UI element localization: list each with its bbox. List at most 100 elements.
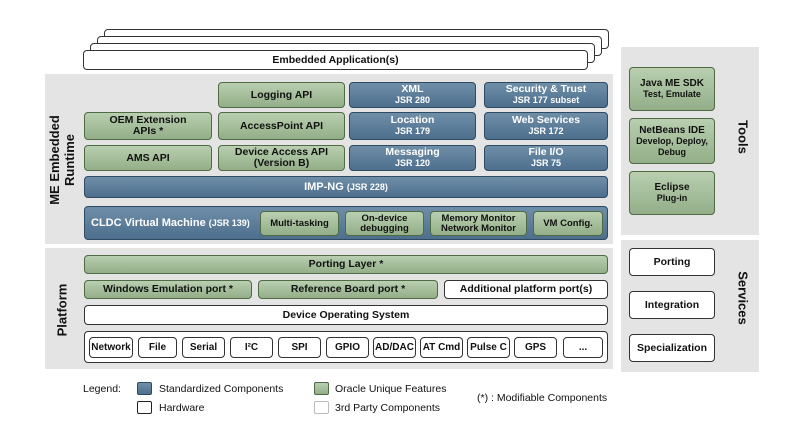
hardware-item-more: ... — [563, 337, 603, 358]
hardware-atcmd-label: AT Cmd — [422, 342, 461, 353]
hardware-item-atcmd: AT Cmd — [420, 337, 463, 358]
javame-sub: Test, Emulate — [643, 89, 701, 99]
specialization-service-label: Specialization — [636, 341, 708, 354]
hardware-serial-label: Serial — [189, 342, 218, 353]
memory-network-monitor-box: Memory Monitor Network Monitor — [430, 211, 527, 236]
hardware-item-network: Network — [89, 337, 133, 358]
messaging-box: Messaging JSR 120 — [349, 145, 476, 171]
logging-api-label: Logging API — [250, 88, 313, 101]
hardware-item-file: File — [138, 337, 177, 358]
location-sub: JSR 179 — [394, 126, 431, 136]
device-os-bar: Device Operating System — [84, 305, 608, 325]
hardware-item-pulsec: Pulse C — [467, 337, 510, 358]
platform-label-text: Platform — [54, 283, 70, 337]
xml-box: XML JSR 280 — [349, 82, 476, 108]
cldc-sub: (JSR 139) — [208, 217, 250, 228]
accesspoint-api-box: AccessPoint API — [218, 112, 345, 140]
vmconfig-label: VM Config. — [543, 218, 593, 229]
legend-swatch-hardware — [137, 401, 152, 414]
security-sub: JSR 177 subset — [512, 95, 580, 105]
file-io-box: File I/O JSR 75 — [484, 145, 608, 171]
imp-ng-title: IMP-NG — [304, 181, 344, 193]
hardware-gpio-label: GPIO — [334, 342, 360, 353]
ondevice-sub: debugging — [360, 222, 409, 234]
embedded-application-box: Embedded Application(s) — [83, 50, 588, 70]
specialization-service-box: Specialization — [629, 334, 715, 362]
windows-port-label: Windows Emulation port * — [103, 283, 233, 295]
tools-label-text: Tools — [735, 120, 751, 154]
xml-sub: JSR 280 — [394, 95, 431, 105]
memory-sub: Network Monitor — [441, 222, 516, 234]
embedded-application-label: Embedded Application(s) — [272, 53, 399, 66]
legend-swatch-standardized — [137, 382, 152, 395]
logging-api-box: Logging API — [218, 82, 345, 108]
location-title: Location — [390, 114, 435, 126]
legend-third-party-label: 3rd Party Components — [335, 402, 441, 414]
ams-api-box: AMS API — [84, 145, 212, 171]
integration-service-box: Integration — [629, 291, 715, 319]
porting-service-label: Porting — [653, 255, 691, 268]
ams-label: AMS API — [126, 151, 170, 164]
hardware-i2c-label: I²C — [244, 342, 259, 353]
hardware-spi-label: SPI — [291, 342, 308, 353]
hardware-pulsec-label: Pulse C — [470, 342, 507, 353]
imp-ng-sub: (JSR 228) — [346, 182, 388, 192]
netbeans-sub2: Debug — [658, 146, 686, 157]
legend-swatch-oracle — [314, 382, 329, 395]
reference-board-port-box: Reference Board port * — [258, 280, 438, 299]
additional-platform-port-box: Additional platform port(s) — [444, 280, 608, 299]
messaging-title: Messaging — [385, 146, 440, 158]
hardware-item-gpio: GPIO — [326, 337, 369, 358]
eclipse-box: Eclipse Plug-in — [629, 171, 715, 215]
web-services-box: Web Services JSR 172 — [484, 112, 608, 140]
hardware-item-gps: GPS — [514, 337, 557, 358]
java-me-sdk-box: Java ME SDK Test, Emulate — [629, 67, 715, 111]
ondevice-title: On-device — [361, 212, 408, 224]
eclipse-title: Eclipse — [654, 182, 690, 193]
vm-config-box: VM Config. — [533, 211, 603, 236]
runtime-label-line1: ME Embedded — [47, 115, 62, 205]
imp-ng-bar: IMP-NG (JSR 228) — [84, 176, 608, 198]
accesspoint-label: AccessPoint API — [239, 119, 324, 132]
hardware-network-label: Network — [91, 342, 131, 353]
security-trust-box: Security & Trust JSR 177 subset — [484, 82, 608, 108]
additional-port-label: Additional platform port(s) — [459, 283, 593, 295]
porting-layer-label: Porting Layer * — [308, 258, 384, 270]
deviceaccess-title: Device Access API — [234, 146, 329, 158]
porting-layer-bar: Porting Layer * — [84, 255, 608, 274]
legend-modifiable-note: (*) : Modifiable Components — [477, 392, 608, 404]
legend-oracle-label: Oracle Unique Features — [335, 383, 447, 395]
hardware-addac-label: AD/DAC — [375, 342, 414, 353]
reference-port-label: Reference Board port * — [290, 283, 406, 295]
legend-hardware-label: Hardware — [159, 402, 205, 414]
cldc-title: CLDC Virtual Machine — [91, 216, 206, 229]
location-box: Location JSR 179 — [349, 112, 476, 140]
integration-service-label: Integration — [644, 298, 700, 311]
legend-swatch-third-party — [314, 401, 329, 414]
hardware-gps-label: GPS — [524, 342, 547, 353]
hardware-item-addac: AD/DAC — [373, 337, 416, 358]
oem-extension-box: OEM Extension APIs * — [84, 112, 212, 140]
fileio-sub: JSR 75 — [530, 158, 562, 168]
hardware-item-spi: SPI — [278, 337, 321, 358]
services-label-text: Services — [735, 271, 751, 325]
netbeans-title: NetBeans IDE — [639, 124, 705, 136]
multitasking-label: Multi-tasking — [270, 218, 329, 229]
multi-tasking-box: Multi-tasking — [260, 211, 339, 236]
webservices-sub: JSR 172 — [528, 126, 564, 136]
windows-emulation-port-box: Windows Emulation port * — [84, 280, 252, 299]
device-access-api-box: Device Access API (Version B) — [218, 145, 345, 171]
legend-standardized-label: Standardized Components — [159, 383, 284, 395]
hardware-item-i2c: I²C — [230, 337, 273, 358]
hardware-item-serial: Serial — [182, 337, 225, 358]
xml-title: XML — [401, 83, 424, 95]
messaging-sub: JSR 120 — [394, 158, 431, 168]
memory-title: Memory Monitor — [441, 212, 516, 224]
legend-label: Legend: — [83, 383, 121, 395]
fileio-title: File I/O — [528, 146, 564, 158]
porting-service-box: Porting — [629, 248, 715, 276]
javame-title: Java ME SDK — [640, 78, 704, 89]
hardware-file-label: File — [148, 342, 167, 353]
eclipse-sub: Plug-in — [656, 193, 688, 203]
runtime-label-line2: Runtime — [62, 134, 77, 187]
